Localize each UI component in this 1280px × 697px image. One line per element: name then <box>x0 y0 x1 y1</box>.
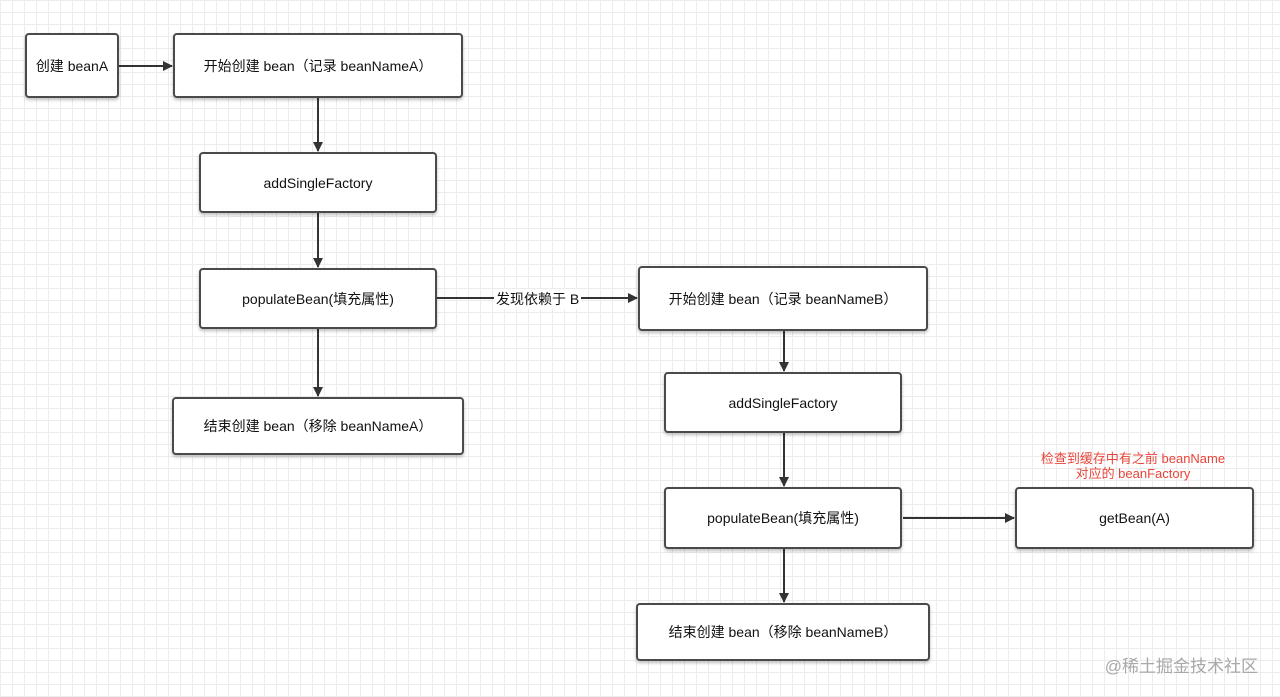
node-populate-bean-b: populateBean(填充属性) <box>664 487 902 549</box>
node-start-create-bean-b: 开始创建 bean（记录 beanNameB） <box>638 266 928 331</box>
node-end-create-bean-a: 结束创建 bean（移除 beanNameA） <box>172 397 464 455</box>
node-add-single-factory-b: addSingleFactory <box>664 372 902 433</box>
cache-check-annotation: 检查到缓存中有之前 beanName 对应的 beanFactory <box>1020 451 1246 481</box>
annotation-line-2: 对应的 beanFactory <box>1075 466 1191 481</box>
node-add-single-factory-a: addSingleFactory <box>199 152 437 213</box>
node-populate-bean-a: populateBean(填充属性) <box>199 268 437 329</box>
node-start-create-bean-a: 开始创建 bean（记录 beanNameA） <box>173 33 463 98</box>
node-create-bean-a: 创建 beanA <box>25 33 119 98</box>
node-get-bean-a: getBean(A) <box>1015 487 1254 549</box>
edge-label-depends-on-b: 发现依赖于 B <box>494 289 582 309</box>
node-end-create-bean-b: 结束创建 bean（移除 beanNameB） <box>636 603 930 661</box>
annotation-line-1: 检查到缓存中有之前 beanName <box>1040 451 1226 466</box>
watermark: @稀土掘金技术社区 <box>1104 657 1258 676</box>
